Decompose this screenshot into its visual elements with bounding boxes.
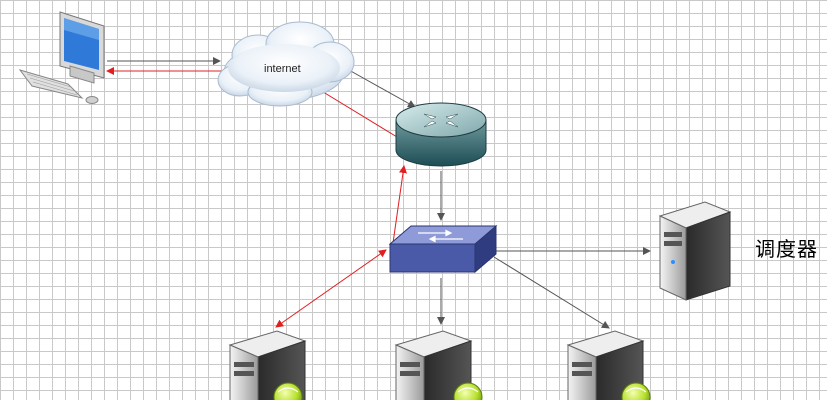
desktop-computer-icon [18, 11, 105, 104]
link-internet-to-router [339, 64, 416, 108]
connection-links [106, 57, 651, 329]
link-switch-server-left [275, 249, 387, 328]
server-tower-icon [566, 330, 651, 400]
network-switch-icon [388, 224, 498, 274]
server-tower-icon [394, 330, 483, 400]
cloud-icon [217, 21, 355, 107]
router-icon [395, 102, 487, 167]
link-switch-to-router [392, 165, 407, 244]
internet-label: internet [264, 63, 301, 75]
server-tower-icon [658, 201, 732, 301]
link-switch-to-server-right [493, 256, 610, 329]
scheduler-label: 调度器 [755, 237, 818, 261]
server-tower-icon [228, 330, 307, 400]
